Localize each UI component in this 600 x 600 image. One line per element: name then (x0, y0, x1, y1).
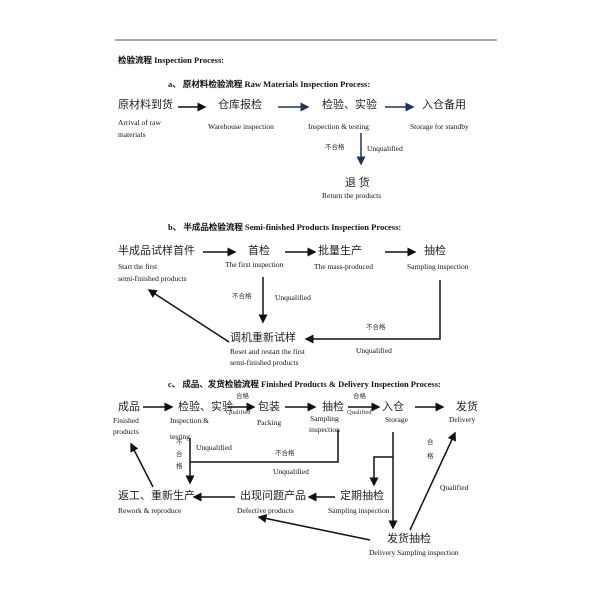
b-reset: 调机重新试样 (230, 332, 296, 344)
a-arrival-en2: materials (118, 130, 146, 139)
b-start-en2: semi-finished products (118, 274, 187, 283)
c-periodic-sampling: 定期抽检 (340, 490, 384, 502)
a-return-en: Return the products (322, 191, 382, 200)
c-uq2-en: Unqualified (273, 467, 309, 476)
b-mass-en: The mass-produced (314, 262, 373, 271)
b-uq2-en: Unqualified (356, 346, 392, 355)
c-testing-en1: Inspection & (170, 416, 209, 425)
b-uq1-en: Unqualified (275, 293, 311, 302)
c-sampling-en1: Sampling (310, 414, 339, 423)
c-uq2-cn: 不合格 (275, 450, 295, 457)
c-sampling-en2: inspection (309, 425, 340, 434)
c-rework: 返工、重新生产 (118, 490, 195, 502)
page-title: 检验流程 Inspection Process: (118, 55, 225, 65)
b-uq1-cn: 不合格 (232, 293, 252, 300)
b-start-en1: Start the first (118, 262, 158, 271)
c-q1-cn: 合格 (236, 393, 249, 400)
b-mass: 批量生产 (318, 245, 362, 257)
c-sampling: 抽检 (322, 401, 344, 413)
c-q2-en: Qualified (347, 409, 372, 416)
c-q2-cn: 合格 (353, 393, 366, 400)
c-uq1-cn1: 不 (176, 439, 183, 446)
c-delivery-sampling: 发货抽检 (387, 533, 431, 545)
b-reset-en2: semi-finished products (230, 358, 299, 367)
c-uq1-cn2: 合 (176, 451, 183, 458)
c-q3-cn1: 合 (427, 439, 434, 446)
section-b-heading: b、 半成品检验流程 Semi-finished Products Inspec… (168, 222, 402, 232)
c-delivery: 发货 (456, 401, 478, 413)
c-delivery-en: Delivery (449, 415, 476, 424)
c-testing-en2: testing (170, 432, 190, 441)
c-uq1-cn3: 格 (176, 463, 183, 470)
b-reset-en1: Reset and restart the first (230, 347, 305, 356)
c-delivery-sampling-en: Delivery Sampling inspection (369, 548, 459, 557)
c-q3-cn2: 格 (427, 453, 434, 460)
c-q3-en: Qualified (440, 483, 469, 492)
a-arrival-en1: Arrival of raw (118, 118, 161, 127)
section-c-heading: c、 成品、发货检验流程 Finished Products & Deliver… (168, 379, 441, 389)
b-first-inspection-en: The first inspection (225, 260, 284, 269)
b-sampling: 抽检 (424, 245, 446, 257)
a-storage: 入仓备用 (422, 99, 466, 111)
c-storage: 入仓 (382, 401, 404, 413)
section-a-heading: a、 原材料检验流程 Raw Materials Inspection Proc… (168, 79, 371, 89)
a-warehouse-en: Warehouse inspection (208, 122, 274, 131)
a-arrival: 原材料到货 (118, 99, 173, 111)
c-defective-en: Defective products (237, 506, 294, 515)
c-q1-en: Qualified (226, 409, 251, 416)
c-finished: 成品 (118, 401, 140, 413)
b-start: 半成品试样首件 (118, 245, 195, 257)
c-uq1-en: Unqualified (196, 443, 232, 452)
a-unqualified-en: Unqualified (367, 144, 403, 153)
a-warehouse: 仓库报检 (218, 99, 262, 111)
c-packing: 包装 (258, 401, 280, 413)
c-finished-en1: Finished (113, 416, 139, 425)
c-defective: 出现问题产品 (240, 490, 306, 502)
a-testing: 检验、实验 (322, 99, 377, 111)
c-packing-en: Packing (257, 418, 282, 427)
c-rework-en: Rework & reproduce (118, 506, 182, 515)
c-storage-en: Storage (385, 415, 408, 424)
a-storage-en: Storage for standby (410, 122, 469, 131)
c-periodic-sampling-en: Sampling inspection (328, 506, 390, 515)
b-sampling-en: Sampling inspection (407, 262, 469, 271)
c-finished-en2: products (113, 427, 139, 436)
c-testing: 检验、实验 (178, 401, 233, 413)
a-testing-en: Inspection & testing (308, 122, 369, 131)
a-unqualified-cn: 不合格 (325, 144, 345, 151)
a-return: 退 货 (345, 177, 370, 189)
b-uq2-cn: 不合格 (366, 324, 386, 331)
b-first-inspection: 首检 (248, 245, 270, 257)
